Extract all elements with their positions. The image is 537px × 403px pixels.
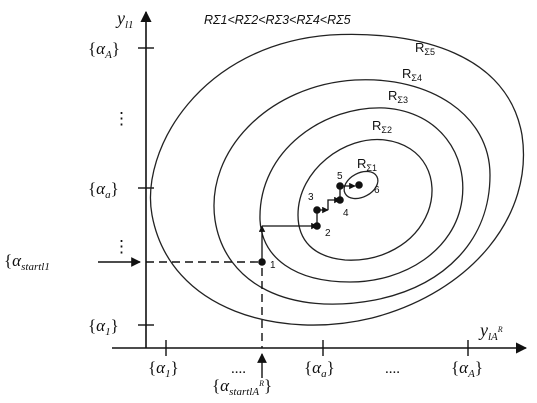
path-point-5 xyxy=(336,182,344,190)
path-point-4 xyxy=(336,196,344,204)
x-label-alpha-A: {αA} xyxy=(451,358,483,380)
point-label-3: 3 xyxy=(308,192,314,203)
contour-label-sigma-2: RΣ2 xyxy=(372,118,392,135)
y-label-alpha-1: {α1} xyxy=(88,316,119,338)
path-point-1 xyxy=(258,258,266,266)
contour-r-sigma-5 xyxy=(150,33,525,326)
point-label-5: 5 xyxy=(337,171,343,182)
x-label-dots: .... xyxy=(231,361,246,377)
contour-r-sigma-3 xyxy=(259,107,464,283)
x-label-alpha-a: {αa} xyxy=(304,358,335,380)
x-axis-label: ylAR xyxy=(478,320,503,343)
y-label-alpha-a: {αa} xyxy=(88,179,119,201)
point-label-2: 2 xyxy=(325,228,331,239)
y-label-dots: ⋮ xyxy=(113,109,130,128)
point-label-4: 4 xyxy=(343,208,349,219)
contour-order-title: RΣ1<RΣ2<RΣ3<RΣ4<RΣ5 xyxy=(204,13,351,27)
contour-label-sigma-5: RΣ5 xyxy=(415,40,435,57)
x-label-dots-2: .... xyxy=(385,361,400,377)
y-label-dots-2: ⋮ xyxy=(113,237,130,256)
contour-label-sigma-4: RΣ4 xyxy=(402,66,422,83)
point-label-1: 1 xyxy=(270,260,276,271)
path-point-2 xyxy=(313,222,321,230)
path-point-3 xyxy=(313,206,321,214)
x-label-start: {αstartlAR} xyxy=(212,376,272,398)
search-path-step-4 xyxy=(327,196,341,210)
contour-label-sigma-1: RΣ1 xyxy=(357,156,377,173)
contour-r-sigma-4 xyxy=(213,79,491,305)
contour-r-sigma-1 xyxy=(343,170,379,200)
contour-r-sigma-2 xyxy=(297,138,433,261)
path-point-6 xyxy=(355,181,363,189)
y-label-start: {αstartl1 xyxy=(4,251,50,273)
y-axis-label: yl1 xyxy=(115,8,134,31)
point-label-6: 6 xyxy=(374,185,380,196)
y-label-alpha-A: {αA} xyxy=(88,39,120,61)
contour-label-sigma-3: RΣ3 xyxy=(388,88,408,105)
x-label-alpha-1: {α1} xyxy=(148,358,179,380)
